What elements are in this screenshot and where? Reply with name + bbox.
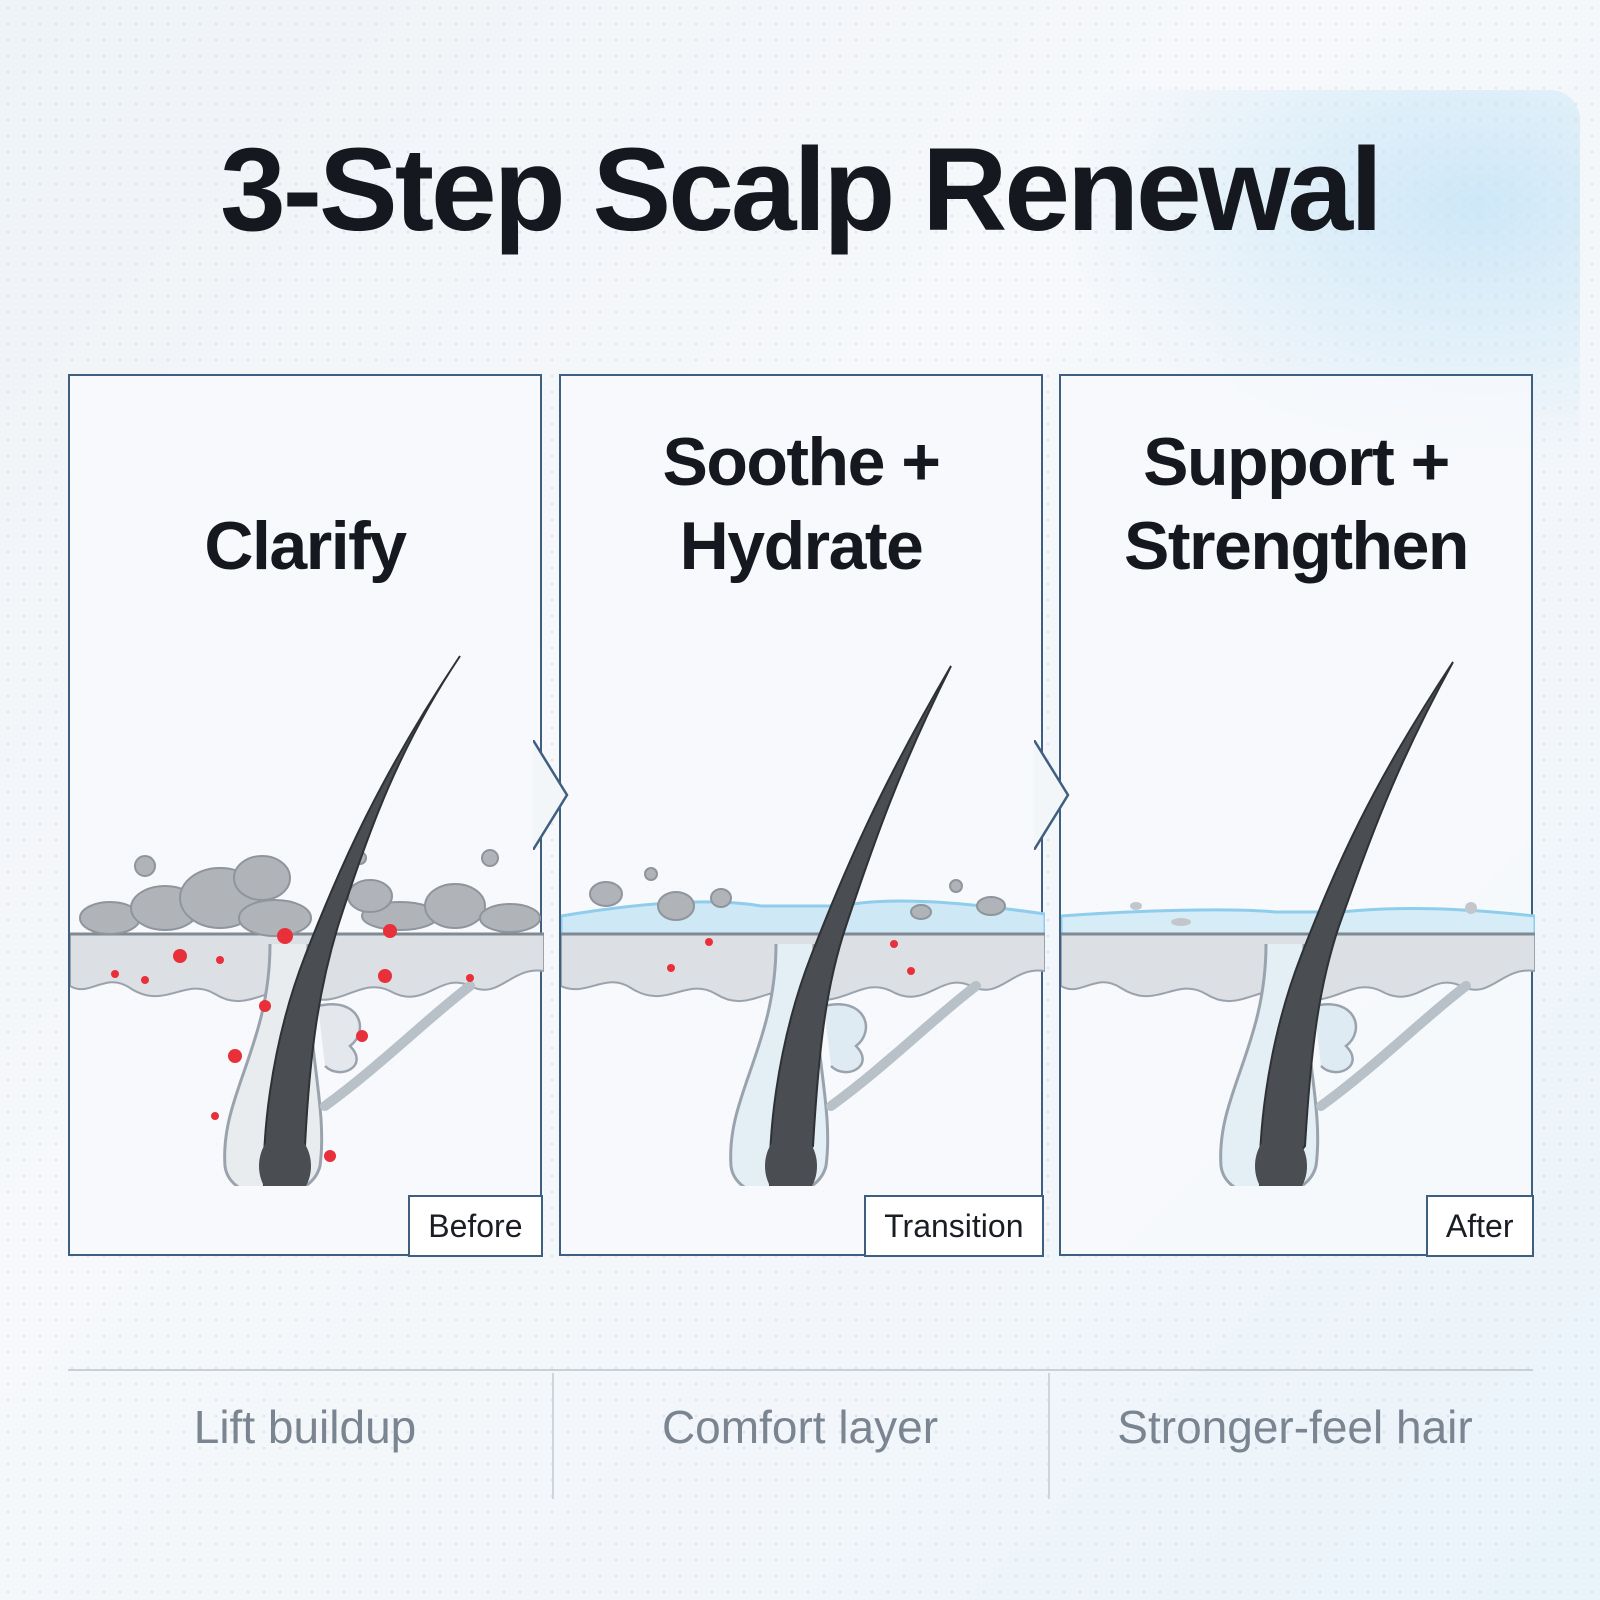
scalp-illustration-before [70, 655, 544, 1186]
step-title-clarify: Clarify [70, 504, 540, 588]
scalp-illustration-after [1061, 661, 1535, 1186]
caption-lift-buildup: Lift buildup [193, 1401, 417, 1453]
sebaceous-gland [317, 1003, 362, 1074]
step-title-line: Soothe + [662, 424, 941, 500]
stage-tag-before: Before [408, 1194, 543, 1257]
caption-stronger-feel-hair: Stronger-feel hair [1117, 1401, 1473, 1453]
caption-divider-line [68, 1369, 1533, 1371]
arrector-muscle [826, 981, 981, 1111]
step-title-support-strengthen: Support + Strengthen [1061, 420, 1531, 588]
irritation-dots [111, 924, 474, 1162]
trace-flakes [1130, 902, 1477, 926]
caption-separator [552, 1373, 554, 1499]
chevron-right-icon [1034, 740, 1070, 850]
chevron-right-icon [533, 740, 569, 850]
step-panel-clarify: Clarify [68, 374, 544, 1257]
hair-bulb [1255, 1132, 1307, 1186]
step-title-line: Clarify [204, 508, 407, 584]
residual-irritation-dots [667, 938, 915, 975]
page-title: 3-Step Scalp Renewal [220, 124, 1383, 256]
step-panel-soothe-hydrate: Soothe + Hydrate Transition [559, 374, 1045, 1257]
hair-bulb [765, 1132, 817, 1186]
hair-bulb [259, 1132, 311, 1186]
step-title-soothe-hydrate: Soothe + Hydrate [561, 420, 1041, 588]
hydration-layer [1061, 907, 1535, 936]
arrector-muscle [320, 981, 475, 1111]
hair-shaft [768, 665, 952, 1186]
hydration-layer [561, 899, 1045, 936]
step-title-line: Hydrate [679, 508, 924, 584]
step-panel-support-strengthen: Support + Strengthen After [1059, 374, 1535, 1257]
buildup-flakes [79, 849, 541, 937]
hair-shaft-strong [1258, 661, 1454, 1186]
step-title-line: Strengthen [1124, 508, 1469, 584]
scalp-illustration-transition [561, 665, 1045, 1186]
reduced-flakes [589, 867, 1006, 921]
arrector-muscle [1316, 981, 1471, 1111]
stage-tag-transition: Transition [864, 1194, 1044, 1257]
caption-comfort-layer: Comfort layer [661, 1401, 939, 1453]
caption-separator [1048, 1373, 1050, 1499]
sebaceous-gland [823, 1003, 868, 1074]
sebaceous-gland [1313, 1003, 1358, 1074]
step-title-line: Support + [1143, 424, 1450, 500]
stage-tag-after: After [1425, 1194, 1534, 1257]
